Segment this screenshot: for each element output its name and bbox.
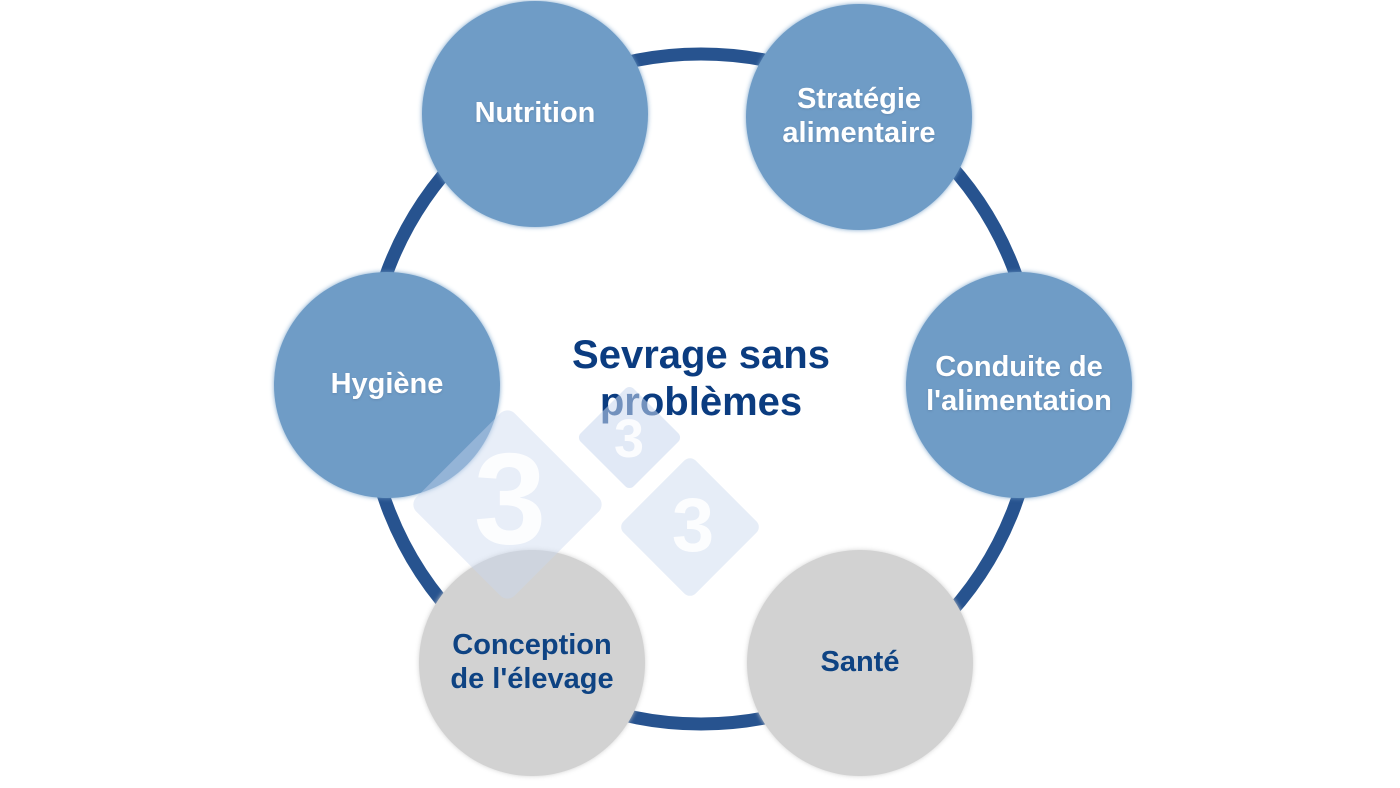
node-conception-elevage-label: Conception de l'élevage [450, 629, 614, 695]
node-conception-elevage: Conception de l'élevage [419, 550, 645, 776]
diagram-title: Sevrage sans problèmes [572, 333, 830, 424]
node-hygiene-label: Hygiène [330, 368, 444, 401]
node-sante: Santé [747, 550, 973, 776]
node-conduite-alimentation: Conduite de l'alimentation [906, 272, 1132, 498]
node-nutrition: Nutrition [422, 1, 648, 227]
node-conduite-alimentation-label: Conduite de l'alimentation [926, 351, 1112, 417]
node-strategie-alimentaire-label: Stratégie alimentaire [782, 83, 936, 149]
node-nutrition-label: Nutrition [474, 97, 596, 130]
node-strategie-alimentaire: Stratégie alimentaire [746, 4, 972, 230]
node-hygiene: Hygiène [274, 272, 500, 498]
node-sante-label: Santé [820, 646, 900, 679]
